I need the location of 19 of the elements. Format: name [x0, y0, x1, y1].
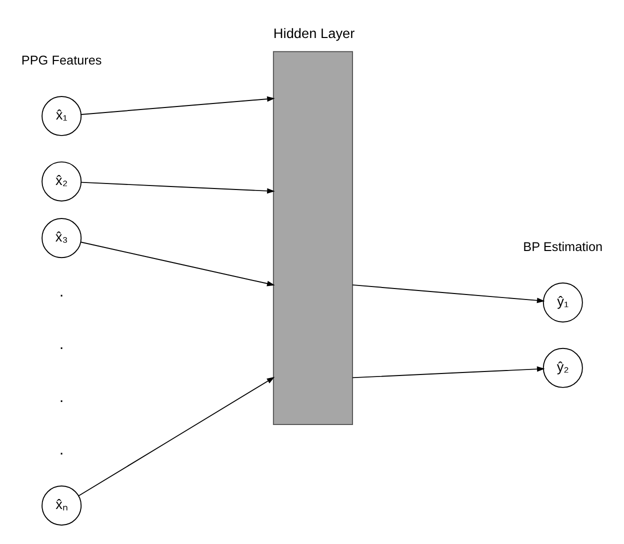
node-circle: x̂₂: [42, 161, 82, 202]
arrow: [78, 376, 275, 496]
node-circle: ŷ₁: [542, 282, 583, 323]
label: PPG Features: [21, 54, 102, 68]
node-circle: x̂₁: [42, 96, 82, 136]
node-circle: x̂ₙ: [42, 486, 82, 526]
arrow: [80, 96, 275, 115]
label: BP Estimation: [523, 240, 603, 254]
node-circle: x̂₃: [42, 218, 82, 258]
arrow: [80, 182, 275, 194]
arrow: [352, 284, 545, 304]
node-circle: ŷ₂: [542, 348, 583, 388]
arrow: [80, 242, 275, 286]
label: .: [59, 283, 64, 300]
label: .: [59, 336, 64, 354]
node-label: Hidden Layer: [273, 26, 355, 42]
label: .: [59, 388, 64, 406]
label: .: [59, 442, 64, 459]
arrow: [352, 366, 545, 378]
